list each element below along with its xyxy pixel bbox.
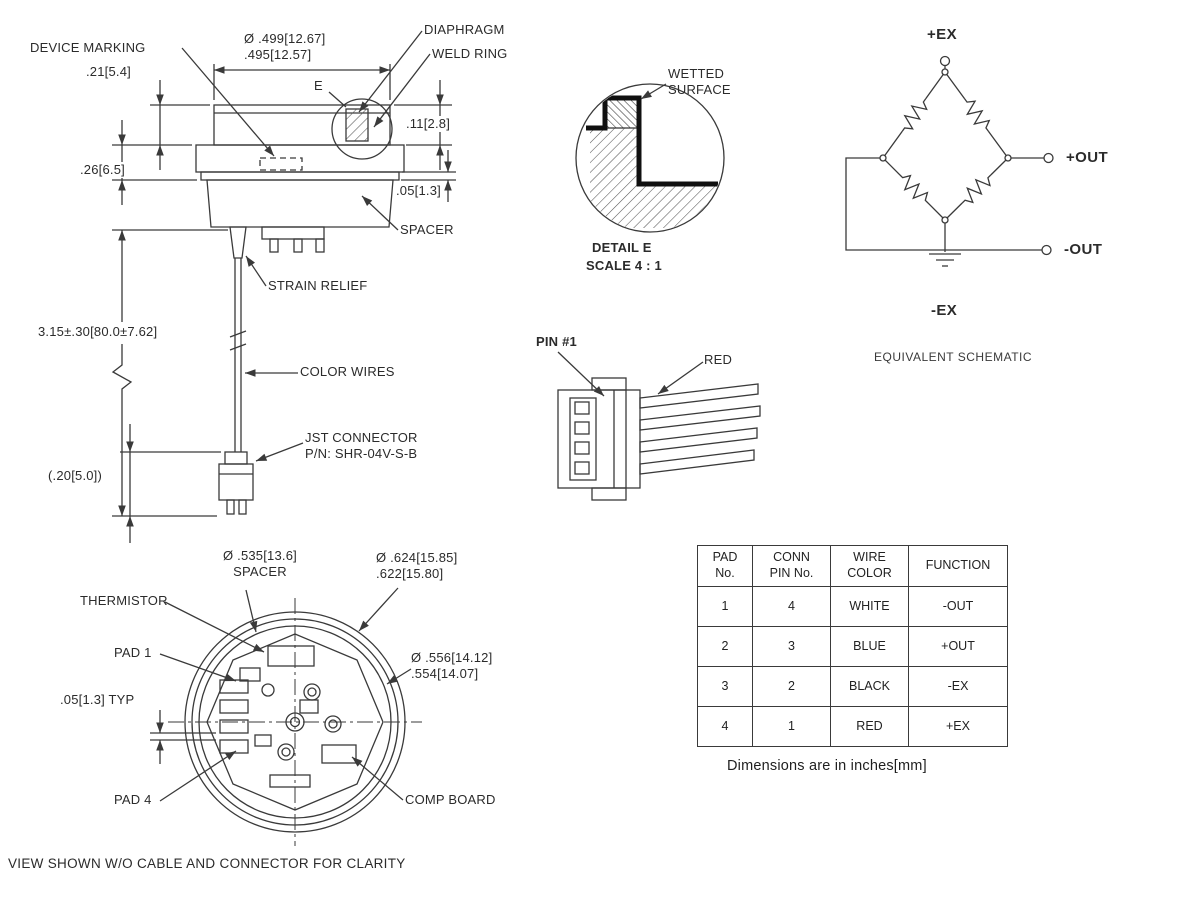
pos-out-label: +OUT <box>1066 149 1109 166</box>
detail-e-title: DETAIL E <box>592 240 652 255</box>
table-cell: 2 <box>697 626 753 667</box>
table-header-pad: PAD No. <box>697 545 753 587</box>
table-header-wire-color: WIRE COLOR <box>830 545 909 587</box>
typ-dim: .05[1.3] TYP <box>58 692 137 709</box>
table-cell: 3 <box>697 666 753 707</box>
table-cell: 1 <box>752 706 831 747</box>
connector-length-dim: (.20[5.0]) <box>46 468 105 485</box>
dim-21: .21[5.4] <box>84 64 133 81</box>
connector-view-linework <box>557 351 761 501</box>
bottom-view-linework <box>150 587 422 846</box>
table-header-conn-pin: CONN PIN No. <box>752 545 831 587</box>
detail-e-scale: SCALE 4 : 1 <box>586 258 662 273</box>
detail-e-marker: E <box>314 78 323 93</box>
table-cell: BLUE <box>830 626 909 667</box>
spacer-label: SPACER <box>400 222 454 237</box>
top-diameter-dim: Ø .499[12.67] .495[12.57] <box>244 31 326 63</box>
pad1-label: PAD 1 <box>114 645 152 660</box>
spacer-diameter-dim: Ø .535[13.6] SPACER <box>223 548 297 580</box>
dim-26: .26[6.5] <box>78 162 127 179</box>
wetted-surface-label: WETTED SURFACE <box>668 66 731 98</box>
side-view-linework <box>111 30 456 543</box>
table-cell: 1 <box>697 586 753 627</box>
mid-diameter-dim: Ø .556[14.12] .554[14.07] <box>411 650 493 682</box>
table-row: 2 3 BLUE +OUT <box>697 626 1008 667</box>
strain-relief-label: STRAIN RELIEF <box>268 278 368 293</box>
table-row: 1 4 WHITE -OUT <box>697 586 1008 627</box>
diaphragm-label: DIAPHRAGM <box>424 22 505 37</box>
outer-diameter-dim: Ø .624[15.85] .622[15.80] <box>376 550 458 582</box>
comp-board-label: COMP BOARD <box>405 792 496 807</box>
table-cell: 4 <box>752 586 831 627</box>
wiring-table: PAD No. CONN PIN No. WIRE COLOR FUNCTION… <box>697 545 1008 747</box>
color-wires-label: COLOR WIRES <box>300 364 395 379</box>
detail-e-linework <box>575 83 725 233</box>
cable-length-dim: 3.15±.30[80.0±7.62] <box>36 324 160 341</box>
weld-ring-label: WELD RING <box>432 46 508 61</box>
bottom-view-caption: VIEW SHOWN W/O CABLE AND CONNECTOR FOR C… <box>8 856 406 871</box>
pos-ex-label: +EX <box>927 26 957 43</box>
table-cell: -OUT <box>908 586 1008 627</box>
table-header-row: PAD No. CONN PIN No. WIRE COLOR FUNCTION <box>697 545 1008 587</box>
table-cell: -EX <box>908 666 1008 707</box>
table-cell: BLACK <box>830 666 909 707</box>
dim-05: .05[1.3] <box>394 183 443 200</box>
schematic-linework <box>845 55 1054 267</box>
table-row: 3 2 BLACK -EX <box>697 666 1008 707</box>
table-row: 4 1 RED +EX <box>697 706 1008 747</box>
table-cell: WHITE <box>830 586 909 627</box>
table-cell: 2 <box>752 666 831 707</box>
pin1-label: PIN #1 <box>536 334 577 349</box>
jst-connector-label: JST CONNECTOR P/N: SHR-04V-S-B <box>305 430 418 462</box>
red-wire-label: RED <box>704 352 733 367</box>
table-cell: +OUT <box>908 626 1008 667</box>
table-cell: 3 <box>752 626 831 667</box>
units-note: Dimensions are in inches[mm] <box>727 758 927 774</box>
dim-11: .11[2.8] <box>404 116 453 133</box>
table-header-function: FUNCTION <box>908 545 1008 587</box>
device-marking-label: DEVICE MARKING <box>30 40 146 55</box>
schematic-caption: EQUIVALENT SCHEMATIC <box>874 350 1033 364</box>
table-cell: RED <box>830 706 909 747</box>
table-cell: +EX <box>908 706 1008 747</box>
pad4-label: PAD 4 <box>114 792 152 807</box>
table-cell: 4 <box>697 706 753 747</box>
neg-ex-label: -EX <box>931 302 958 319</box>
neg-out-label: -OUT <box>1064 241 1103 258</box>
thermistor-label: THERMISTOR <box>80 593 168 608</box>
